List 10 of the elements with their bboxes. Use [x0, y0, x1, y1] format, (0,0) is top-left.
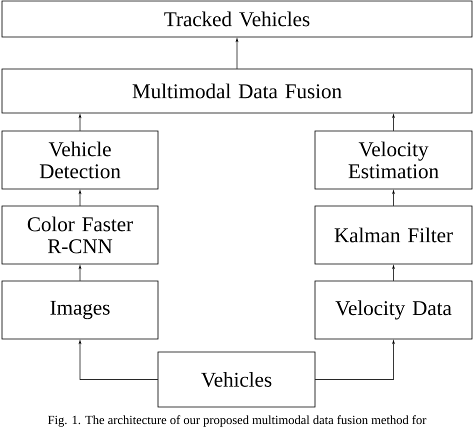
process-box: Images — [2, 280, 158, 340]
process-box: Multimodal Data Fusion — [2, 68, 472, 114]
process-box: Vehicle Detection — [2, 130, 158, 190]
process-box: Vehicles — [158, 352, 316, 408]
process-box: Tracked Vehicles — [2, 0, 472, 38]
process-box: Kalman Filter — [314, 206, 472, 264]
process-box: Velocity Data — [314, 280, 472, 340]
caption: Fig. 1. The architecture of our proposed multimodal data fusion method for — [48, 415, 426, 427]
process-box: Velocity Estimation — [314, 130, 472, 190]
process-box: Color Faster R-CNN — [2, 206, 158, 264]
